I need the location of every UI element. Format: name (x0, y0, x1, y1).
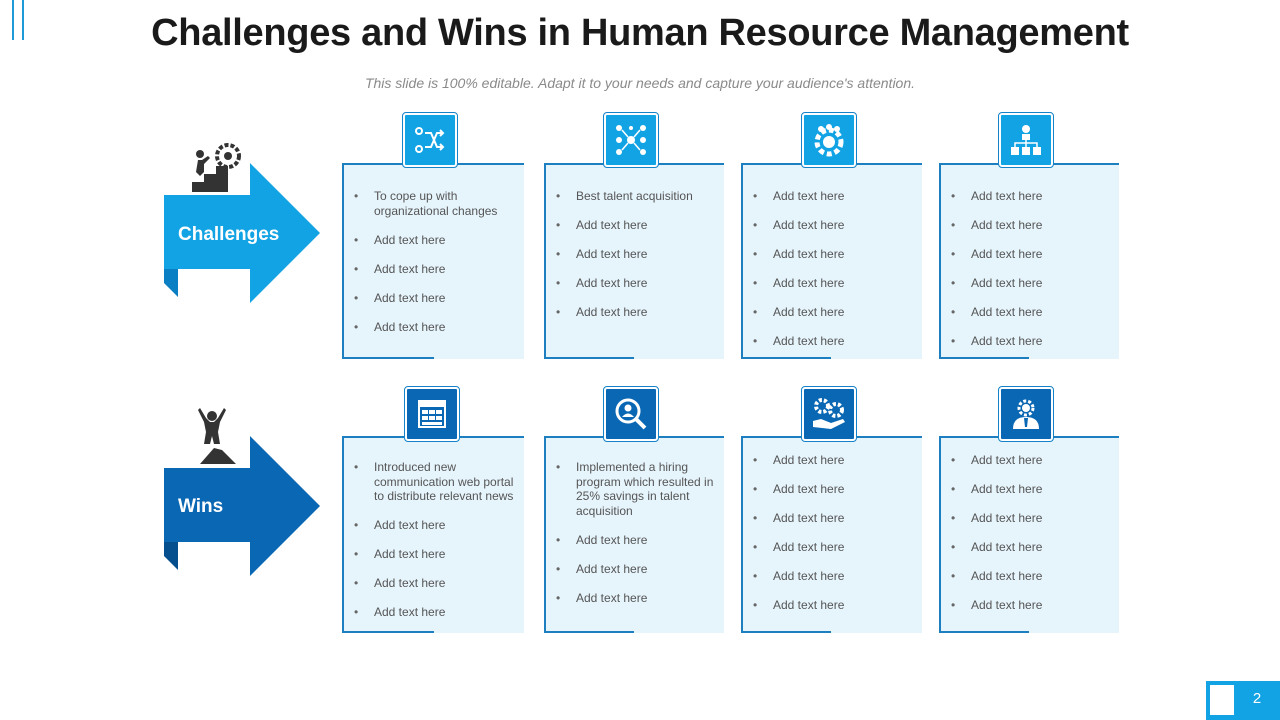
list-item: Add text here (753, 218, 914, 233)
person-climbing-stairs-gear-icon (192, 143, 241, 192)
card-accent (544, 357, 634, 359)
list-item: Add text here (753, 334, 914, 349)
wins-arrow (164, 436, 320, 576)
list-item: Add text here (354, 291, 516, 306)
win-card-2: Implemented a hiring program which resul… (544, 436, 724, 633)
card-accent (342, 631, 434, 633)
card-list: Implemented a hiring program which resul… (546, 438, 724, 605)
list-item: Add text here (753, 598, 914, 613)
list-item: Add text here (951, 218, 1111, 233)
card-accent (741, 631, 831, 633)
list-item: Add text here (951, 511, 1111, 526)
card-list: Add text hereAdd text hereAdd text hereA… (743, 438, 922, 613)
list-item: Add text here (556, 533, 716, 548)
card-accent (939, 631, 1029, 633)
list-item: Add text here (951, 189, 1111, 204)
list-item: Add text here (951, 540, 1111, 555)
wins-label: Wins (178, 496, 224, 517)
card-accent (342, 357, 434, 359)
card-accent (939, 357, 1029, 359)
card-list: Add text hereAdd text hereAdd text hereA… (941, 165, 1119, 349)
challenge-card-4: Add text hereAdd text hereAdd text hereA… (939, 163, 1119, 359)
list-item: Introduced new communication web portal … (354, 460, 516, 504)
list-item: Add text here (354, 576, 516, 591)
manager-icon (998, 386, 1054, 442)
list-item: Add text here (556, 276, 716, 291)
list-item: Add text here (753, 276, 914, 291)
hand-gears-icon (801, 386, 857, 442)
shuffle-network-icon (402, 112, 458, 168)
challenge-card-3: Add text hereAdd text hereAdd text hereA… (741, 163, 922, 359)
list-item: To cope up with organizational changes (354, 189, 516, 218)
slide-subtitle: This slide is 100% editable. Adapt it to… (364, 75, 916, 91)
list-item: Add text here (354, 605, 516, 620)
list-item: Add text here (753, 569, 914, 584)
list-item: Add text here (556, 591, 716, 606)
team-gear-icon (801, 112, 857, 168)
list-item: Add text here (354, 518, 516, 533)
corner-decoration (12, 0, 26, 40)
list-item: Add text here (556, 562, 716, 577)
win-card-1: Introduced new communication web portal … (342, 436, 524, 633)
list-item: Add text here (951, 482, 1111, 497)
challenge-card-1: To cope up with organizational changesAd… (342, 163, 524, 359)
list-item: Add text here (556, 247, 716, 262)
card-list: Add text hereAdd text hereAdd text hereA… (743, 165, 922, 349)
list-item: Add text here (951, 453, 1111, 468)
list-item: Add text here (951, 334, 1111, 349)
page-number-accent (1210, 685, 1234, 715)
card-list: Best talent acquisitionAdd text hereAdd … (546, 165, 724, 320)
win-card-4: Add text hereAdd text hereAdd text hereA… (939, 436, 1119, 633)
web-portal-icon (404, 386, 460, 442)
list-item: Add text here (951, 569, 1111, 584)
page-number: 2 (1252, 690, 1262, 707)
org-chart-icon (998, 112, 1054, 168)
list-item: Add text here (753, 247, 914, 262)
challenges-arrow (164, 163, 320, 303)
search-person-icon (603, 386, 659, 442)
list-item: Add text here (951, 247, 1111, 262)
card-list: To cope up with organizational changesAd… (344, 165, 524, 334)
list-item: Add text here (354, 320, 516, 335)
team-network-icon (603, 112, 659, 168)
list-item: Add text here (753, 540, 914, 555)
list-item: Add text here (951, 305, 1111, 320)
list-item: Add text here (354, 233, 516, 248)
list-item: Add text here (753, 453, 914, 468)
list-item: Add text here (951, 598, 1111, 613)
list-item: Add text here (753, 482, 914, 497)
list-item: Add text here (354, 547, 516, 562)
list-item: Add text here (556, 305, 716, 320)
list-item: Add text here (951, 276, 1111, 291)
card-list: Add text hereAdd text hereAdd text hereA… (941, 438, 1119, 613)
list-item: Add text here (556, 218, 716, 233)
list-item: Best talent acquisition (556, 189, 716, 204)
list-item: Add text here (753, 511, 914, 526)
challenges-label: Challenges (178, 224, 280, 245)
list-item: Implemented a hiring program which resul… (556, 460, 716, 518)
card-accent (544, 631, 634, 633)
list-item: Add text here (753, 189, 914, 204)
win-card-3: Add text hereAdd text hereAdd text hereA… (741, 436, 922, 633)
person-celebrating-icon (198, 408, 236, 464)
card-list: Introduced new communication web portal … (344, 438, 524, 620)
card-accent (741, 357, 831, 359)
list-item: Add text here (753, 305, 914, 320)
list-item: Add text here (354, 262, 516, 277)
slide-title: Challenges and Wins in Human Resource Ma… (151, 12, 1129, 54)
challenge-card-2: Best talent acquisitionAdd text hereAdd … (544, 163, 724, 359)
